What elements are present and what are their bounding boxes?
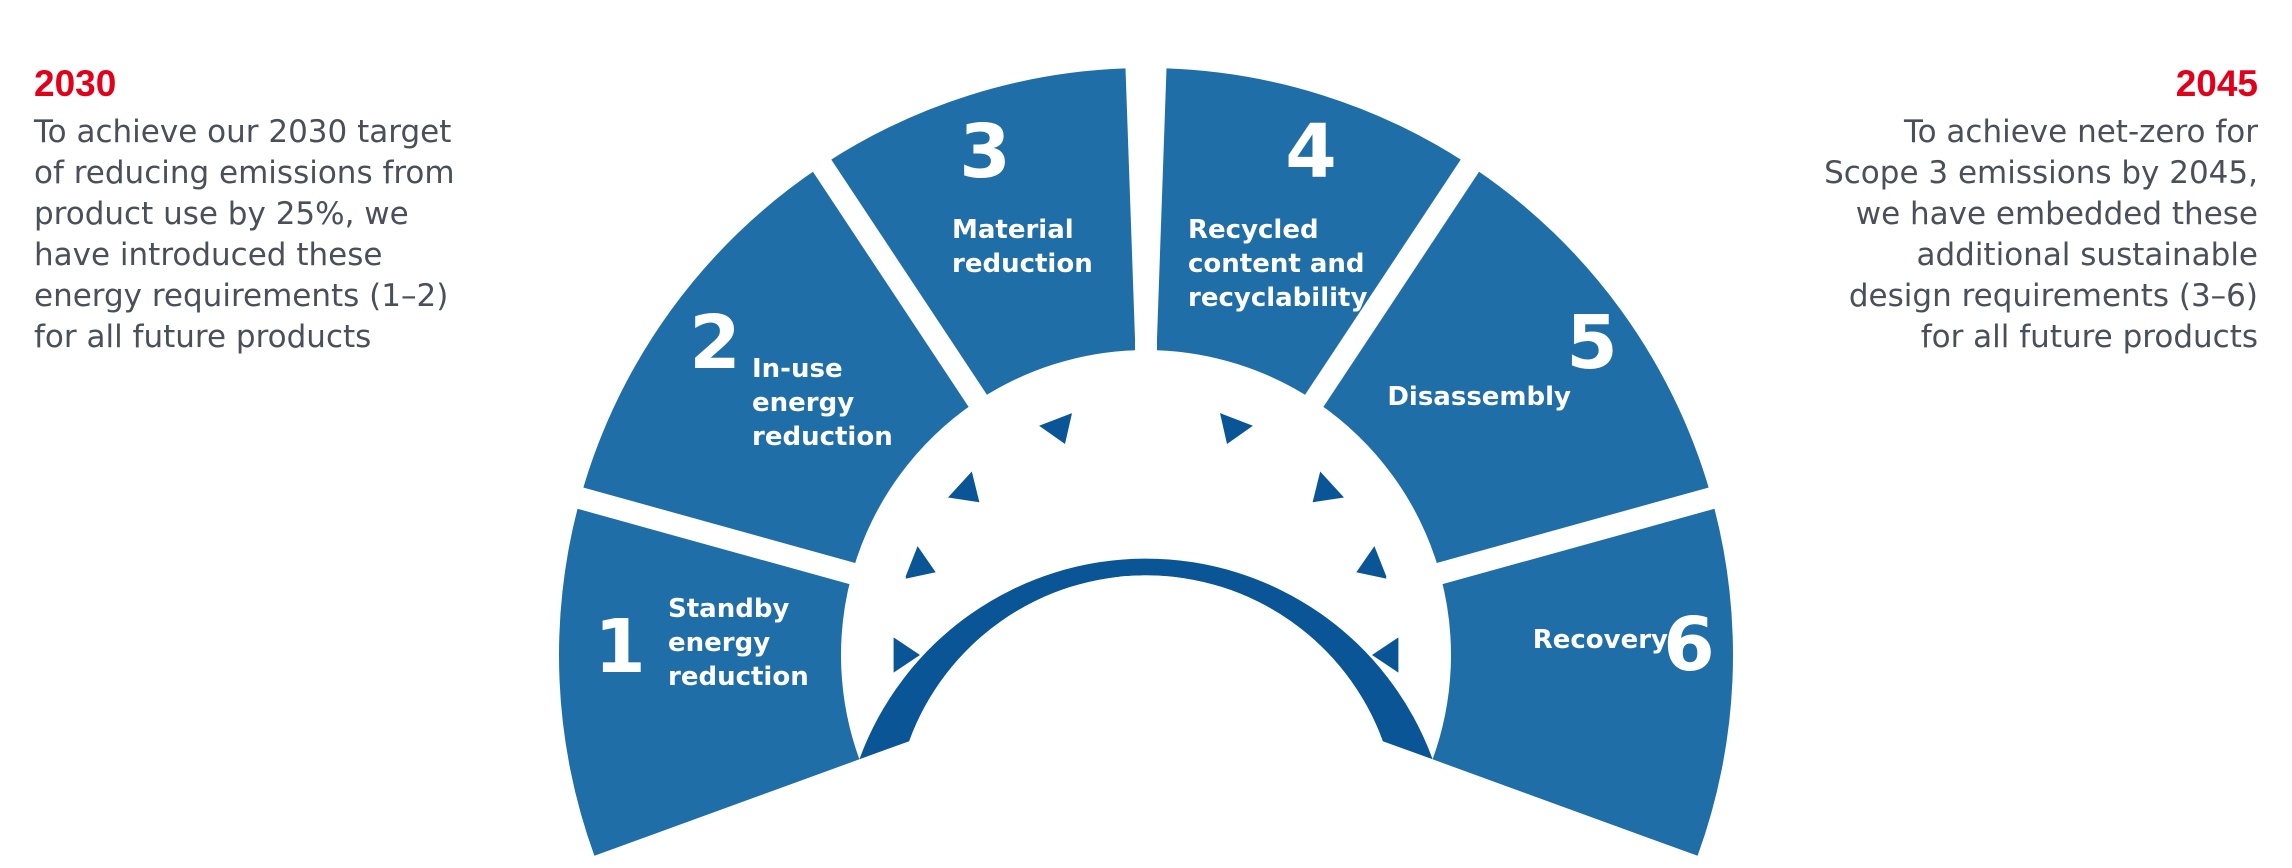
segment-label-line: In-use xyxy=(752,354,843,384)
segment-divider xyxy=(567,484,907,599)
segment-label-line: reduction xyxy=(952,249,1093,279)
segment-label-line: reduction xyxy=(752,422,893,452)
segment-label-1: Standby energy reduction xyxy=(668,594,809,692)
segment-number-6: 6 xyxy=(1663,602,1715,688)
segment-label-line: energy xyxy=(668,628,770,658)
year-2045-heading: 2045 xyxy=(2175,63,2258,104)
segment-label-3: Material reduction xyxy=(952,215,1093,279)
segment-5 xyxy=(1316,168,1711,571)
segment-number-5: 5 xyxy=(1566,300,1618,386)
segment-label-line: reduction xyxy=(668,662,809,692)
target-2045-description: To achieve net-zero for Scope 3 emission… xyxy=(1824,114,2258,355)
gear-hub xyxy=(909,575,1383,742)
segment-label-line: Recycled xyxy=(1188,215,1319,245)
segment-label-6: Recovery xyxy=(1533,625,1668,655)
segment-label-line: content and xyxy=(1188,249,1365,279)
segment-label-line: recyclability xyxy=(1188,283,1367,313)
segment-divider xyxy=(1275,151,1485,451)
segment-label-4: Recycled content and recyclability xyxy=(1188,215,1367,313)
segment-number-2: 2 xyxy=(689,300,741,386)
segment-label-2: In-use energy reduction xyxy=(752,354,893,452)
gear-ring xyxy=(859,558,1433,760)
gear-tooth xyxy=(1356,546,1388,579)
year-2030-heading: 2030 xyxy=(34,63,117,104)
segment-6 xyxy=(1432,503,1734,856)
segment-2 xyxy=(581,168,976,571)
segment-label-line: Disassembly xyxy=(1387,382,1571,412)
segment-divider xyxy=(1385,484,1725,599)
gear-tooth xyxy=(1039,413,1072,444)
segment-number-3: 3 xyxy=(959,109,1011,195)
gear-tooth xyxy=(1312,471,1344,503)
target-2030-block: 2030 To achieve our 2030 target of reduc… xyxy=(34,62,484,358)
segment-number-1: 1 xyxy=(594,604,646,690)
segment-number-4: 4 xyxy=(1285,109,1337,195)
segment-label-line: Standby xyxy=(668,594,789,624)
segment-label-line: energy xyxy=(752,388,854,418)
segment-1 xyxy=(558,503,860,856)
gear-tooth xyxy=(1220,413,1253,444)
target-2045-block: 2045 To achieve net-zero for Scope 3 emi… xyxy=(1808,62,2258,358)
gear-tooth xyxy=(948,471,980,503)
gear-tooth xyxy=(1372,637,1399,673)
segment-label-line: Recovery xyxy=(1533,625,1668,655)
segment-label-5: Disassembly xyxy=(1387,382,1571,412)
gear-tooth xyxy=(904,546,936,579)
gear-tooth xyxy=(893,637,920,673)
segment-label-line: Material xyxy=(952,215,1074,245)
segment-divider xyxy=(807,151,1017,451)
segment-3 xyxy=(826,68,1136,400)
segment-4 xyxy=(1156,68,1466,400)
target-2030-description: To achieve our 2030 target of reducing e… xyxy=(34,114,455,355)
